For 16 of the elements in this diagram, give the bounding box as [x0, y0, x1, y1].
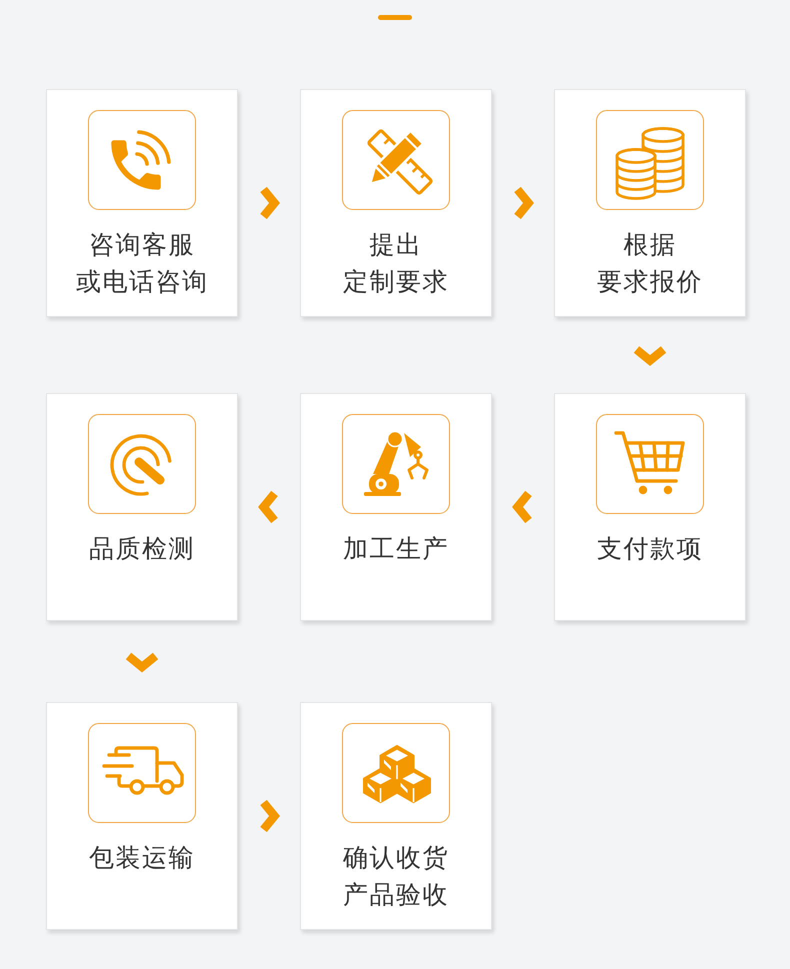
step-card — [300, 393, 492, 621]
step-label: 加工生产 — [342, 533, 450, 565]
step-label: 咨询客服或电话咨询 — [74, 229, 210, 298]
step-label: 包装运输 — [88, 842, 196, 874]
step-card — [300, 89, 492, 317]
step-label: 确认收货产品验收 — [342, 842, 450, 911]
step-card — [46, 702, 238, 930]
step-card — [300, 702, 492, 930]
step-card — [46, 89, 238, 317]
step-label: 提出定制要求 — [342, 229, 450, 298]
step-card — [46, 393, 238, 621]
step-label: 品质检测 — [88, 533, 196, 565]
step-label: 支付款项 — [596, 533, 704, 565]
step-card — [554, 393, 746, 621]
step-label: 根据要求报价 — [596, 229, 704, 298]
step-card — [554, 89, 746, 317]
